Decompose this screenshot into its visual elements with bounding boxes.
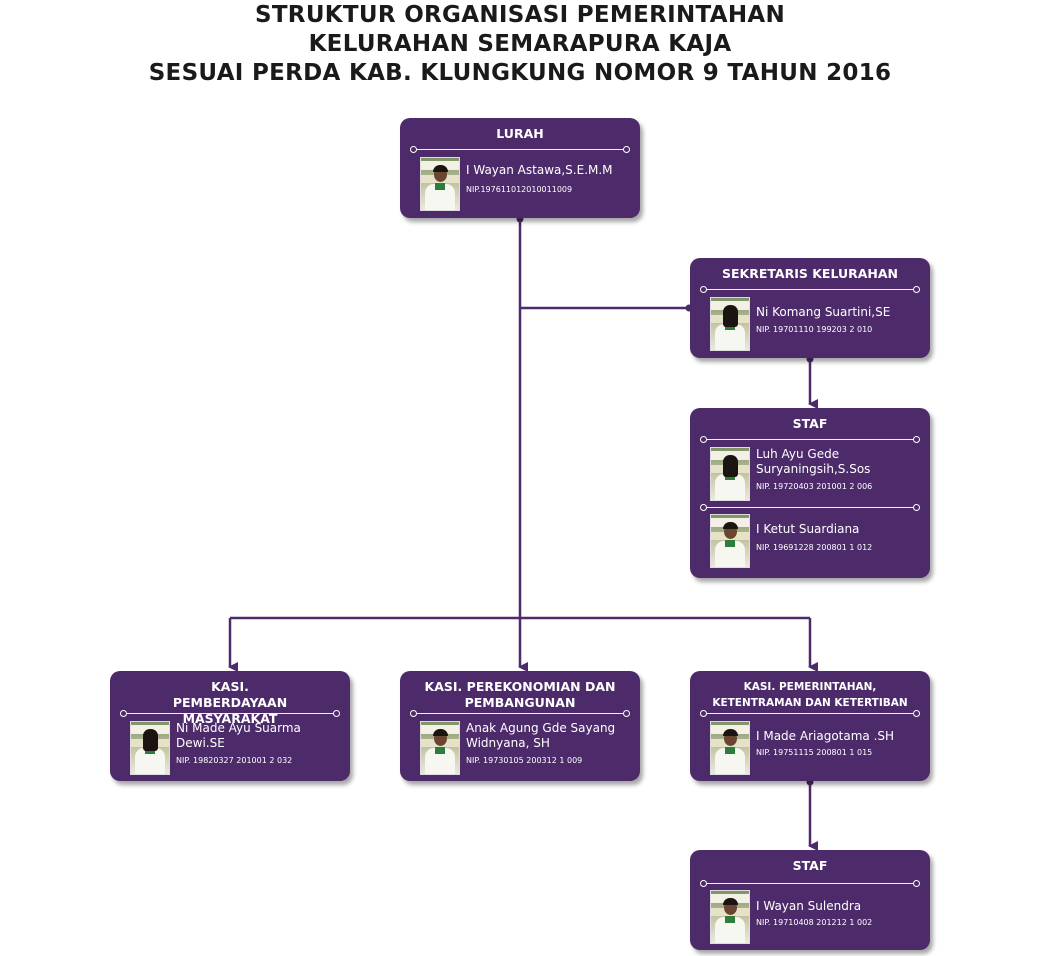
person-nip: NIP. 19730105 200312 1 009 <box>466 756 583 765</box>
person-photo <box>420 721 460 775</box>
person-photo <box>710 514 750 568</box>
divider <box>410 146 630 153</box>
person-entry: I Wayan Sulendra NIP. 19710408 201212 1 … <box>710 890 922 944</box>
node-title: KASI. PEMERINTAHAN, KETENTRAMAN DAN KETE… <box>712 681 908 709</box>
person-photo <box>710 721 750 775</box>
chart-title-line-3: SESUAI PERDA KAB. KLUNGKUNG NOMOR 9 TAHU… <box>148 60 892 86</box>
divider <box>700 710 920 717</box>
node-title: STAF <box>792 858 828 873</box>
person-photo <box>710 890 750 944</box>
node-title: STAF <box>792 416 828 431</box>
person-name: I Wayan Astawa,S.E.M.M <box>466 163 613 177</box>
person-name: Luh Ayu Gede Suryaningsih,S.Sos <box>756 447 871 476</box>
person-name: I Wayan Sulendra <box>756 899 862 913</box>
node-title: KASI. PEMBERDAYAAN MASYARAKAT <box>172 679 288 726</box>
divider <box>410 710 630 717</box>
person-nip: NIP. 19751115 200801 1 015 <box>756 748 873 757</box>
node-kasi-pemerintahan: KASI. PEMERINTAHAN, KETENTRAMAN DAN KETE… <box>690 671 930 781</box>
node-kasi-perekonomian: KASI. PEREKONOMIAN DAN PEMBANGUNAN Anak … <box>400 671 640 781</box>
person-entry: Ni Made Ayu Suarma Dewi.SE NIP. 19820327… <box>130 721 342 775</box>
person-entry: I Wayan Astawa,S.E.M.M NIP.1976110120100… <box>420 157 632 211</box>
node-sekretaris-kelurahan: SEKRETARIS KELURAHAN Ni Komang Suartini,… <box>690 258 930 358</box>
node-staf-sekretaris: STAF Luh Ayu Gede Suryaningsih,S.Sos NIP… <box>690 408 930 578</box>
person-entry: Anak Agung Gde Sayang Widnyana, SH NIP. … <box>420 721 632 775</box>
person-entry: Ni Komang Suartini,SE NIP. 19701110 1992… <box>710 297 922 351</box>
person-nip: NIP. 19701110 199203 2 010 <box>756 325 873 334</box>
divider <box>700 286 920 293</box>
person-photo <box>420 157 460 211</box>
person-entry: I Ketut Suardiana NIP. 19691228 200801 1… <box>710 514 922 568</box>
person-nip: NIP. 19720403 201001 2 006 <box>756 482 873 491</box>
person-nip: NIP. 19820327 201001 2 032 <box>176 756 293 765</box>
node-title: KASI. PEREKONOMIAN DAN PEMBANGUNAN <box>424 679 616 710</box>
person-nip: NIP.197611012010011009 <box>466 185 573 194</box>
person-name: Anak Agung Gde Sayang Widnyana, SH <box>466 721 616 750</box>
node-lurah: LURAH I Wayan Astawa,S.E.M.M NIP.1976110… <box>400 118 640 218</box>
divider <box>120 710 340 717</box>
node-title: LURAH <box>496 126 544 141</box>
divider <box>700 504 920 511</box>
person-nip: NIP. 19691228 200801 1 012 <box>756 543 873 552</box>
person-name: Ni Komang Suartini,SE <box>756 305 891 319</box>
person-name: I Made Ariagotama .SH <box>756 729 895 743</box>
chart-title-line-2: KELURAHAN SEMARAPURA KAJA <box>308 31 732 57</box>
person-entry: Luh Ayu Gede Suryaningsih,S.Sos NIP. 197… <box>710 447 922 501</box>
person-nip: NIP. 19710408 201212 1 002 <box>756 918 873 927</box>
person-photo <box>710 297 750 351</box>
divider <box>700 880 920 887</box>
node-title: SEKRETARIS KELURAHAN <box>721 266 899 281</box>
person-name: Ni Made Ayu Suarma Dewi.SE <box>176 721 301 750</box>
divider <box>700 436 920 443</box>
node-staf-pemerintahan: STAF I Wayan Sulendra NIP. 19710408 2012… <box>690 850 930 950</box>
chart-title-line-1: STRUKTUR ORGANISASI PEMERINTAHAN <box>254 2 786 28</box>
person-photo <box>130 721 170 775</box>
node-kasi-pemberdayaan: KASI. PEMBERDAYAAN MASYARAKAT Ni Made Ay… <box>110 671 350 781</box>
person-name: I Ketut Suardiana <box>756 522 860 536</box>
person-entry: I Made Ariagotama .SH NIP. 19751115 2008… <box>710 721 922 775</box>
person-photo <box>710 447 750 501</box>
